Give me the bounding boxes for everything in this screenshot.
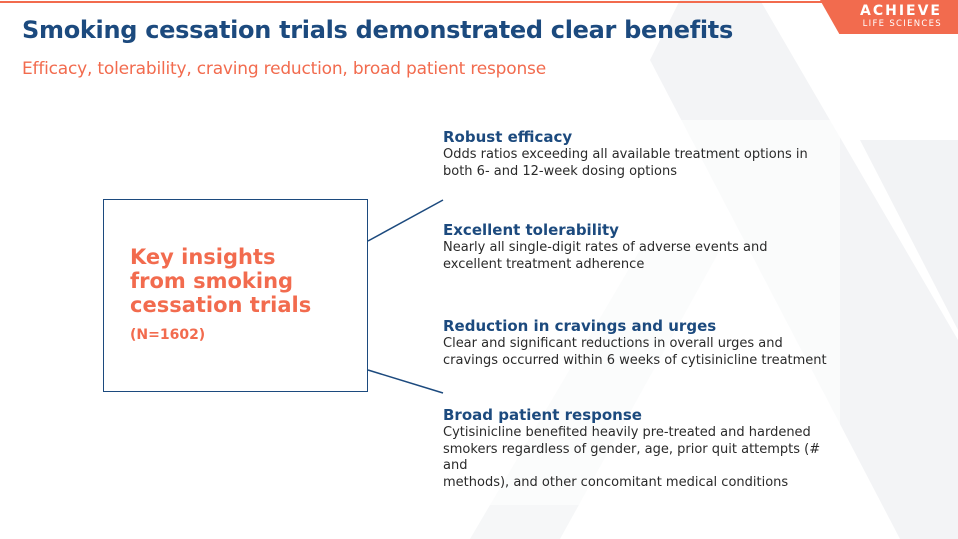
insight-title: Broad patient response: [443, 406, 642, 424]
insight-description: Nearly all single-digit rates of adverse…: [443, 240, 768, 272]
insight-title: Reduction in cravings and urges: [443, 317, 717, 335]
company-logo: ACHIEVE LIFE SCIENCES: [820, 0, 958, 34]
top-accent-rule: [0, 1, 958, 3]
insight-title: Robust efficacy: [443, 128, 573, 146]
insight-title: Excellent tolerability: [443, 221, 619, 239]
key-insights-heading: Key insights from smoking cessation tria…: [130, 245, 312, 317]
insight-description: Odds ratios exceeding all available trea…: [443, 147, 808, 179]
logo-tagline: LIFE SCIENCES: [862, 19, 942, 29]
insight-description: Clear and significant reductions in over…: [443, 336, 827, 368]
page-title: Smoking cessation trials demonstrated cl…: [22, 16, 733, 44]
insight-broad-response: Broad patient response Cytisinicline ben…: [443, 406, 843, 491]
page-subtitle: Efficacy, tolerability, craving reductio…: [22, 59, 546, 79]
key-insights-box: Key insights from smoking cessation tria…: [103, 199, 368, 392]
connector-robust-efficacy: [367, 199, 790, 242]
insight-excellent-tolerability: Excellent tolerability Nearly all single…: [443, 221, 843, 273]
insight-description: Cytisinicline benefited heavily pre-trea…: [443, 425, 821, 490]
insight-reduction-cravings: Reduction in cravings and urges Clear an…: [443, 317, 843, 369]
sample-size-label: (N=1602): [130, 327, 206, 343]
connector-reduction-cravings: [367, 369, 790, 394]
logo-wordmark: ACHIEVE: [860, 3, 942, 19]
insight-robust-efficacy: Robust efficacy Odds ratios exceeding al…: [443, 128, 843, 180]
